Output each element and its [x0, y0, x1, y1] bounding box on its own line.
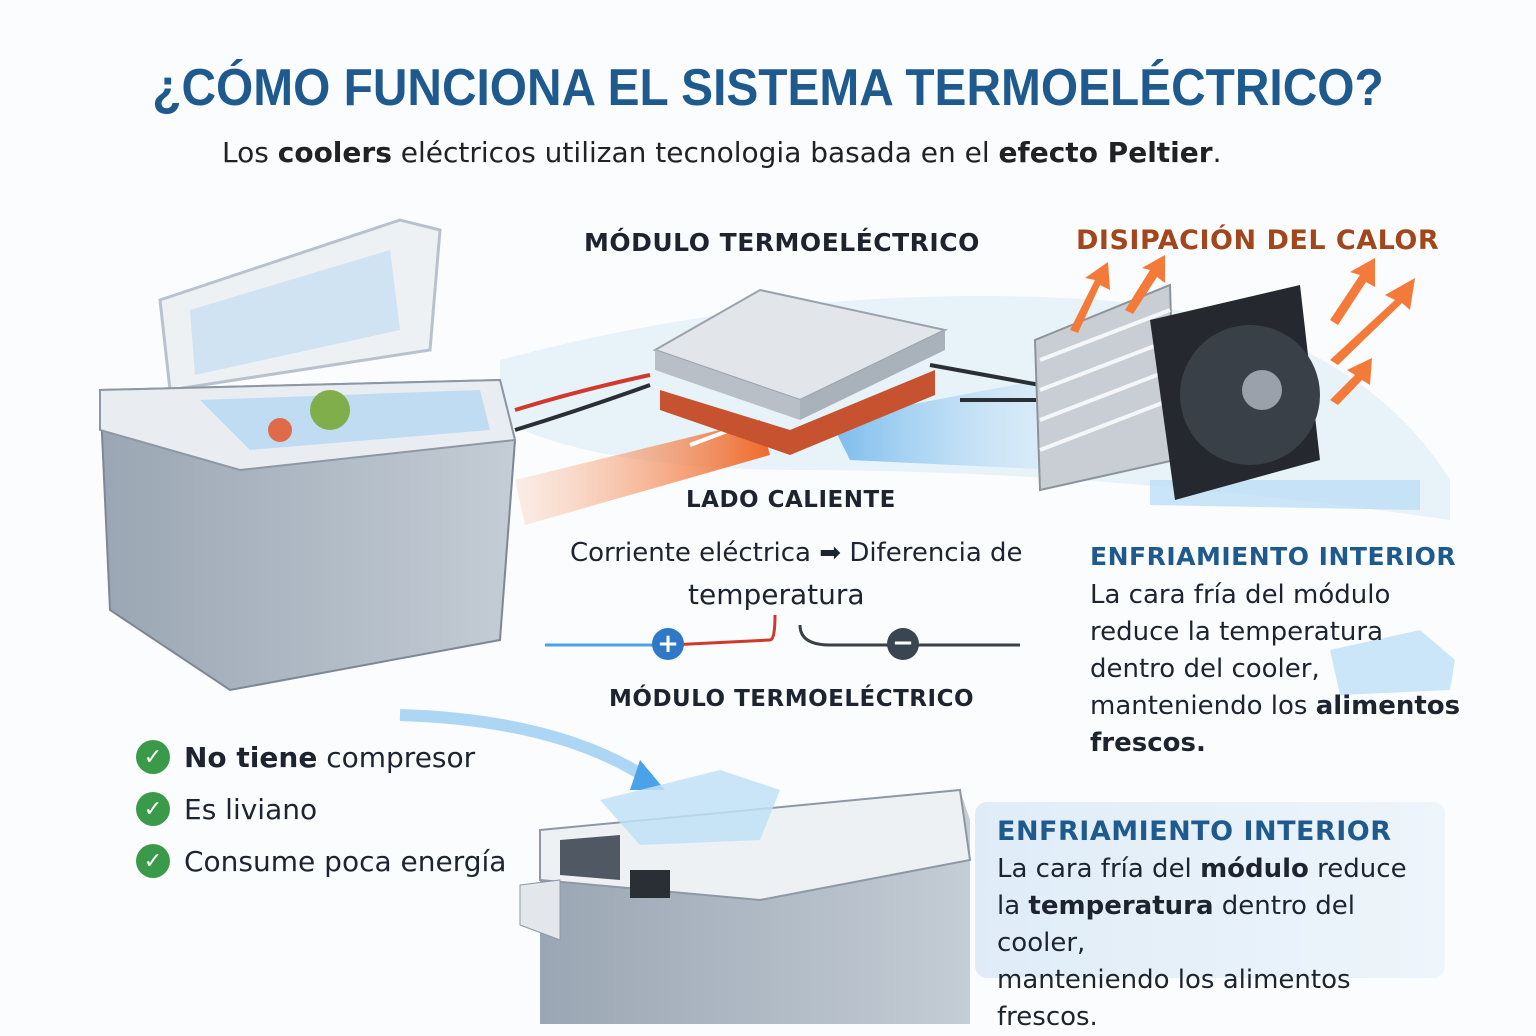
check-icon: ✓ — [136, 792, 170, 826]
arrow-right-icon: ➡ — [819, 538, 842, 568]
box-text: La cara fría del módulo reduce la temper… — [997, 854, 1407, 1032]
black-wire — [514, 383, 651, 432]
feature-checklist: ✓No tiene compresor ✓Es liviano ✓Consume… — [136, 731, 506, 887]
heat-arrow-icons — [1070, 255, 1415, 405]
subtitle: Los coolers eléctricos utilizan tecnolog… — [222, 136, 1222, 169]
plus-terminal-icon: + — [652, 628, 684, 660]
checklist-item: ✓Es liviano — [136, 783, 506, 835]
interior-text: La cara fría del módulo reduce la temper… — [1090, 580, 1461, 758]
current-caption: Corriente eléctrica ➡ Diferencia de — [570, 538, 1023, 568]
red-wire — [514, 373, 651, 412]
checklist-item: ✓Consume poca energía — [136, 835, 506, 887]
closed-cooler-illustration — [519, 770, 972, 1024]
interior-cooling-box: ENFRIAMIENTO INTERIOR La cara fría del m… — [975, 802, 1445, 1032]
heatsink-fan-illustration — [1033, 283, 1320, 500]
checklist-item: ✓No tiene compresor — [136, 731, 506, 783]
hot-air-stream — [515, 420, 770, 525]
hot-side-label: LADO CALIENTE — [686, 487, 896, 513]
ice-cube-icon — [1330, 630, 1455, 695]
cold-flow-arrow — [399, 709, 654, 785]
module-label-top: MÓDULO TERMOELÉCTRICO — [584, 228, 980, 257]
peltier-module-illustration — [652, 288, 949, 455]
page-title: ¿CÓMO FUNCIONA EL SISTEMA TERMOELÉCTRICO… — [152, 59, 1384, 117]
cold-air-stream — [830, 380, 1060, 470]
hot-arrow-icon — [689, 428, 731, 447]
heat-dissipation-label: DISIPACIÓN DEL CALOR — [1076, 225, 1440, 256]
current-caption-2: temperatura — [688, 578, 865, 611]
minus-terminal-icon: − — [887, 628, 919, 660]
check-icon: ✓ — [136, 740, 170, 774]
interior-cooling-section: ENFRIAMIENTO INTERIOR La cara fría del m… — [1090, 542, 1460, 762]
box-heading: ENFRIAMIENTO INTERIOR — [997, 816, 1392, 847]
module-label-bottom: MÓDULO TERMOELÉCTRICO — [609, 686, 975, 712]
check-icon: ✓ — [136, 844, 170, 878]
interior-heading: ENFRIAMIENTO INTERIOR — [1090, 542, 1457, 571]
open-cooler-illustration — [98, 218, 517, 692]
